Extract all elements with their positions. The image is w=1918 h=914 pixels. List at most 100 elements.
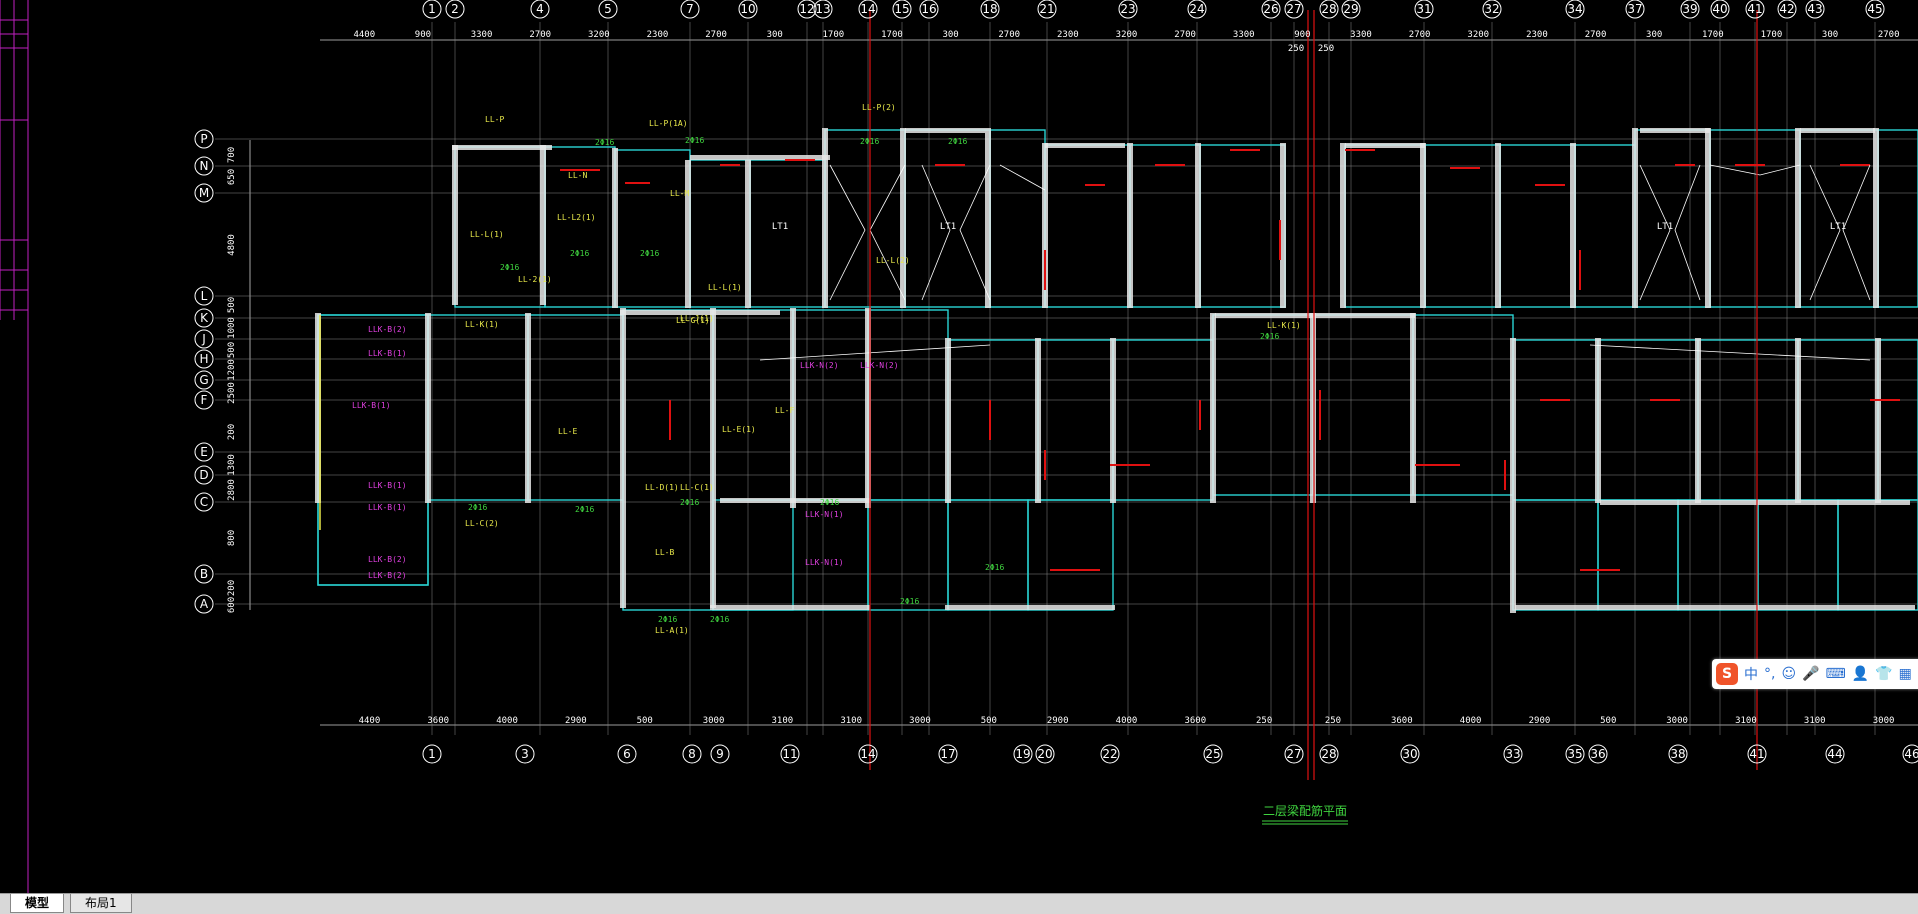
beam-label-green: 2Φ16 (1260, 332, 1279, 341)
wall-hatch (945, 605, 1115, 610)
top-axis-bubble-label: 13 (815, 2, 830, 16)
wall-hatch (1340, 143, 1346, 308)
top-axis-bubble-label: 31 (1416, 2, 1431, 16)
beam-label-yellow: LL-C(1) (680, 483, 714, 492)
ime-toolbar[interactable]: S 中 °, ☺ 🎤 ⌨ 👤 👕 ▦ (1712, 659, 1918, 689)
bottom-axis-bubble-label: 11 (782, 747, 797, 761)
bottom-dimension-value: 3600 (1184, 716, 1206, 726)
beam-label-green: 2Φ16 (680, 498, 699, 507)
top-dimension-value: 2300 (1057, 30, 1079, 40)
left-dimension-value: 500 (227, 297, 237, 313)
bottom-axis-bubble-label: 25 (1205, 747, 1220, 761)
top-dimension-value: 3200 (1467, 30, 1489, 40)
bottom-dimension-value: 3600 (1391, 716, 1413, 726)
left-axis-bubble: C (194, 492, 214, 512)
top-axis-bubble-label: 14 (860, 2, 875, 16)
beam-label-yellow: LL-D(1) (645, 483, 679, 492)
ime-punctuation-toggle[interactable]: °, (1764, 666, 1776, 682)
top-dimension-value: 1700 (1761, 30, 1783, 40)
bottom-axis-bubble-label: 33 (1505, 747, 1520, 761)
tab-model[interactable]: 模型 (10, 894, 65, 913)
sogou-logo-icon[interactable]: S (1716, 663, 1738, 685)
drawing-frame-left (0, 0, 29, 893)
bottom-axis-bubble-label: 6 (623, 747, 631, 761)
top-axis-bubble-label: 27 (1286, 2, 1301, 16)
top-axis-bubble: 39 (1680, 0, 1700, 19)
bottom-axis-bubble-label: 20 (1037, 747, 1052, 761)
bottom-dimension-value: 3000 (1666, 716, 1688, 726)
top-axis-bubble: 31 (1414, 0, 1434, 19)
top-axis-bubble-label: 45 (1867, 2, 1882, 16)
top-axis-bubble-label: 12 (799, 2, 814, 16)
left-axis-bubble: D (194, 465, 214, 485)
bottom-dimension-value: 3000 (1873, 716, 1895, 726)
tab-layout1[interactable]: 布局1 (70, 894, 132, 913)
grid-menu-icon[interactable]: ▦ (1898, 666, 1912, 682)
left-axis-bubble: J (194, 329, 214, 349)
left-axis-bubble: P (194, 129, 214, 149)
left-dimension-value: 2800 (227, 479, 237, 501)
top-axis-bubble: 43 (1805, 0, 1825, 19)
beam-label-magenta: LLK-B(1) (368, 349, 407, 358)
red-axis-lines (869, 10, 1758, 780)
user-icon[interactable]: 👤 (1851, 666, 1870, 682)
emoji-icon[interactable]: ☺ (1781, 666, 1797, 682)
top-dimension-value: 4400 (353, 30, 375, 40)
left-axis-bubble-label: F (201, 393, 208, 407)
ime-language-toggle[interactable]: 中 (1744, 667, 1758, 683)
bottom-dimension-value: 250 (1325, 716, 1341, 726)
bottom-axis-bubble-label: 35 (1567, 747, 1582, 761)
bottom-axis-bubble-label: 14 (860, 747, 875, 761)
beam-label-yellow: LL-K(1) (465, 320, 499, 329)
skin-icon[interactable]: 👕 (1875, 666, 1893, 682)
beam-label-yellow: LL-E(1) (722, 425, 756, 434)
top-axis-bubble-label: 1 (428, 2, 436, 16)
bottom-axis-bubble-label: 27 (1286, 747, 1301, 761)
wall-hatch (1695, 338, 1701, 503)
left-axis-bubble: B (194, 564, 214, 584)
bottom-axis-bubble: 20 (1035, 744, 1055, 764)
left-dimension-value: 700 (227, 147, 237, 163)
bottom-axis-bubble-label: 30 (1402, 747, 1417, 761)
top-dimension-value: 900 (415, 30, 431, 40)
wall-hatch (745, 160, 751, 308)
left-axis-bubble-label: N (200, 159, 209, 173)
bottom-dimension-value: 3100 (772, 716, 794, 726)
bottom-axis-bubble-label: 28 (1321, 747, 1336, 761)
microphone-icon[interactable]: 🎤 (1802, 666, 1820, 682)
bottom-axis-bubble: 22 (1100, 744, 1120, 764)
top-dimension-value: 300 (1822, 30, 1838, 40)
top-axis-bubble: 10 (738, 0, 758, 19)
left-dimension-value: 800 (227, 530, 237, 546)
wall-hatch (1210, 313, 1216, 503)
beam-label-green: 2Φ16 (985, 563, 1004, 572)
top-axis-bubble: 7 (680, 0, 700, 19)
wall-hatch (1195, 143, 1201, 308)
wall-hatch (1705, 128, 1711, 308)
top-axis-bubble-label: 24 (1189, 2, 1204, 16)
bottom-axis-bubble-label: 22 (1102, 747, 1117, 761)
wall-hatch (1800, 128, 1875, 133)
beam-label-green: 2Φ16 (570, 249, 589, 258)
bottom-axis-bubble: 28 (1319, 744, 1339, 764)
layout-tab-bar: 模型 布局1 (0, 893, 1918, 914)
bottom-axis-bubble: 8 (682, 744, 702, 764)
top-axis-bubble: 13 (813, 0, 833, 19)
wall-hatch (945, 338, 951, 503)
beam-annotations: LLK-B(2)LLK-B(1)LLK-B(1)LLK-B(1)LLK-B(1)… (352, 103, 1846, 635)
left-axis-bubble-label: D (199, 468, 208, 482)
top-axis-bubble: 40 (1710, 0, 1730, 19)
top-axis-bubble-label: 39 (1682, 2, 1697, 16)
beam-label-yellow: LL-E (558, 427, 577, 436)
red-beam-segments (560, 149, 1900, 571)
bottom-axis-bubble: 1 (422, 744, 442, 764)
stair-label: LT1 (1657, 222, 1673, 232)
wall-hatch (985, 128, 991, 308)
keyboard-icon[interactable]: ⌨ (1825, 666, 1846, 682)
left-axis-bubble-label: P (200, 132, 207, 146)
top-axis-bubble: 21 (1037, 0, 1057, 19)
left-axis-bubble: H (194, 349, 214, 369)
bottom-axis-bubble: 35 (1565, 744, 1585, 764)
